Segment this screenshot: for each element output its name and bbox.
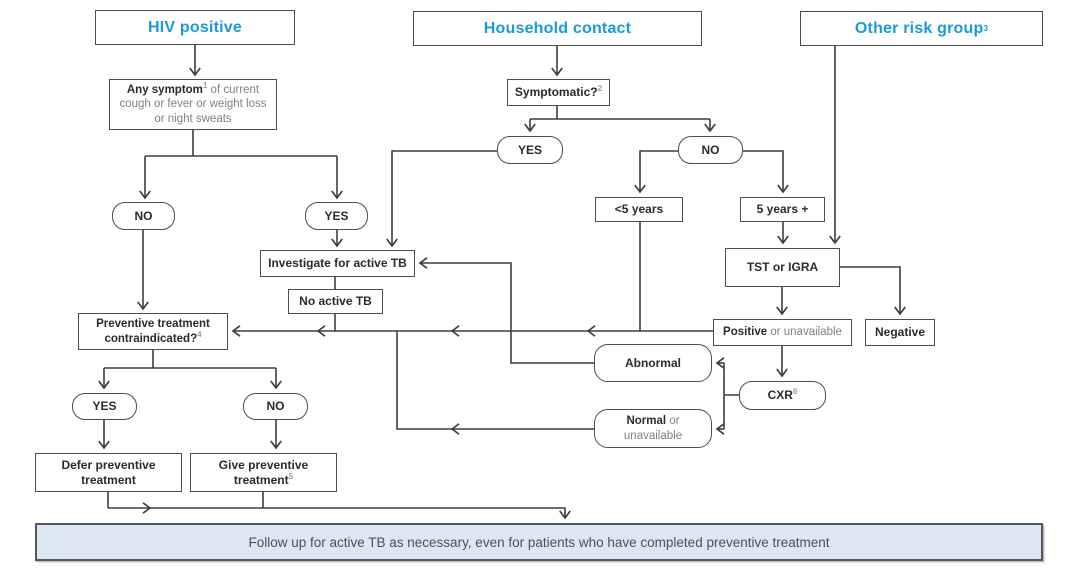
- node-label: Defer preventive treatment: [61, 457, 156, 487]
- node-label-gray: or unavailable: [623, 415, 683, 442]
- node-label: CXR: [767, 388, 793, 403]
- node-symptomatic: Symptomatic?2: [507, 79, 610, 106]
- node-label: 5 years +: [756, 202, 809, 217]
- node-no-contraindicated: NO: [243, 393, 308, 420]
- node-normal-or-unavailable: Normal or unavailable: [594, 409, 712, 448]
- node-household-contact-header: Household contact: [413, 11, 702, 46]
- superscript-note: 1: [202, 81, 208, 91]
- node-label: No active TB: [299, 294, 372, 309]
- node-label: Household contact: [483, 19, 632, 37]
- node-label: YES: [92, 399, 117, 414]
- node-yes-symptomatic: YES: [497, 136, 563, 164]
- node-under-5-years: <5 years: [595, 197, 683, 222]
- node-label: Negative: [874, 325, 926, 340]
- node-label: <5 years: [614, 202, 664, 217]
- node-label: Preventive treatment contraindicated?: [96, 318, 210, 345]
- node-label: TST or IGRA: [746, 260, 819, 275]
- superscript-note: 5: [288, 471, 294, 481]
- superscript-note: 2: [597, 84, 603, 94]
- node-no-symptomatic: NO: [678, 136, 743, 164]
- superscript-note: 4: [197, 329, 202, 339]
- footer-banner: Follow up for active TB as necessary, ev…: [35, 523, 1043, 561]
- node-label-gray: or unavailable: [767, 326, 842, 339]
- node-label: Give preventive treatment: [218, 457, 309, 487]
- node-abnormal: Abnormal: [594, 344, 712, 382]
- node-tst-or-igra: TST or IGRA: [725, 248, 840, 287]
- node-label: NO: [701, 142, 720, 157]
- node-positive-or-unavailable: Positive or unavailable: [713, 319, 852, 346]
- node-any-symptom: Any symptom1 of current cough or fever o…: [109, 79, 277, 130]
- node-label: YES: [517, 142, 542, 157]
- superscript-note: 6: [792, 387, 798, 397]
- node-hiv-positive-header: HIV positive: [95, 10, 295, 45]
- node-label: Other risk group: [854, 19, 984, 37]
- node-cxr: CXR6: [739, 381, 826, 410]
- connector-group: [98, 45, 906, 520]
- node-label-bold: Any symptom: [126, 84, 203, 97]
- node-no-active-tb: No active TB: [288, 289, 383, 314]
- node-5-years-plus: 5 years +: [740, 197, 825, 222]
- node-give-preventive-treatment: Give preventive treatment5: [190, 453, 337, 492]
- node-yes-contraindicated: YES: [72, 393, 137, 420]
- node-label: HIV positive: [148, 18, 242, 36]
- node-label: NO: [134, 208, 153, 223]
- node-negative: Negative: [865, 319, 935, 346]
- node-label-bold: Normal: [626, 415, 667, 428]
- node-label: NO: [266, 399, 285, 414]
- footer-text: Follow up for active TB as necessary, ev…: [248, 534, 830, 550]
- node-label: Symptomatic?: [514, 85, 598, 100]
- node-investigate-active-tb: Investigate for active TB: [260, 250, 415, 277]
- node-yes-symptom: YES: [305, 202, 368, 230]
- node-label-bold: Positive: [723, 326, 768, 339]
- node-label: YES: [324, 208, 349, 223]
- node-preventive-treatment-contraindicated: Preventive treatment contraindicated?4: [78, 313, 228, 350]
- node-no-symptom: NO: [112, 202, 175, 230]
- node-defer-preventive-treatment: Defer preventive treatment: [35, 453, 182, 492]
- node-label: Investigate for active TB: [268, 256, 407, 271]
- node-label: Abnormal: [624, 355, 681, 370]
- node-label-gray: of current cough or fever or weight loss…: [119, 84, 267, 125]
